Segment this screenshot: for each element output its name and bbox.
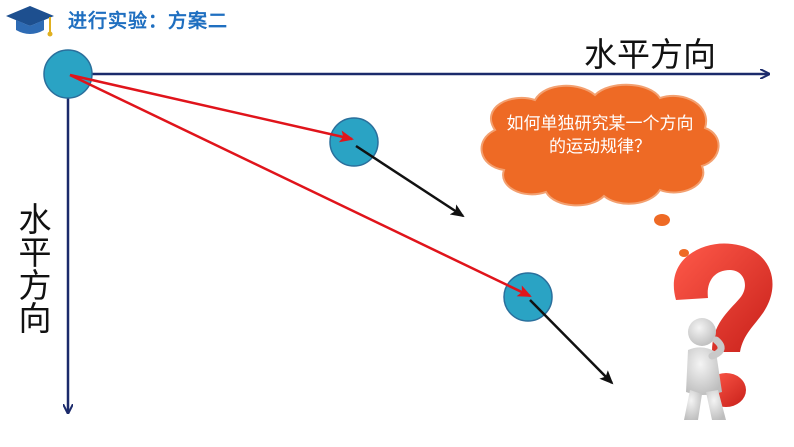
- ball-middle: [329, 117, 379, 167]
- displacement-arrow-1: [69, 73, 354, 143]
- displacement-arrow-2: [69, 73, 532, 298]
- thinking-figure-icon: [684, 318, 726, 420]
- page-title: 进行实验：方案二: [68, 10, 229, 32]
- y-axis-label: 水平方向: [13, 202, 52, 334]
- callout-text: 如何单独研究某一个方向的运动规律？: [506, 114, 694, 157]
- x-axis-label: 水平方向: [584, 35, 716, 74]
- graduation-cap-icon: [6, 6, 54, 37]
- velocity-arrow-2: [529, 299, 614, 385]
- ball-start: [43, 49, 93, 99]
- cloud-callout: [480, 83, 720, 257]
- velocity-arrow-1: [355, 144, 465, 218]
